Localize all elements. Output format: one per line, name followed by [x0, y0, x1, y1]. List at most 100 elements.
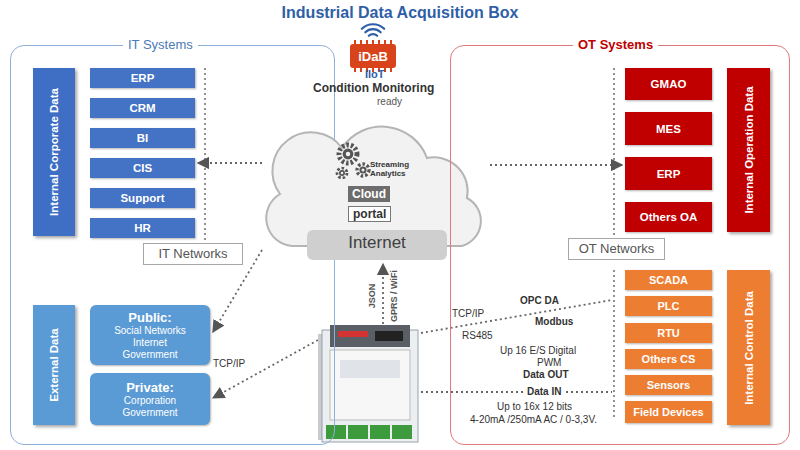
gears-icon: [337, 145, 369, 178]
terminal-block: [370, 425, 390, 439]
system-box: MES: [625, 112, 712, 145]
system-box: RTU: [625, 323, 712, 343]
terminal-block: [326, 425, 346, 439]
system-box: CRM: [90, 98, 195, 118]
gear-teeth: [339, 145, 357, 163]
data-band: Internal Control Data: [727, 270, 770, 425]
acquisition-device: [318, 325, 418, 442]
node-label: ERP: [131, 71, 155, 85]
system-box: Support: [90, 188, 195, 208]
it-bus-line: [204, 68, 206, 241]
ot-bus-line: [613, 68, 615, 236]
protocol-label: TCP/IP: [213, 358, 245, 370]
signal-label: 4-20mA /250mA AC / 0-3,3V.: [470, 414, 597, 426]
node-body-text: Social Networks Internet Government: [109, 325, 191, 361]
wifi-arc: [369, 34, 377, 36]
data-band: External Data: [33, 305, 75, 425]
node-label: SCADA: [649, 273, 688, 287]
cloud-shape: Streaming AnalyticsCloud portalInternet: [262, 118, 490, 268]
internet-banner: [307, 230, 447, 260]
cloud-body: [266, 127, 481, 246]
signal-label: Up 16 E/S Digital: [500, 345, 576, 357]
gear-hole: [341, 172, 344, 175]
system-box: Field Devices: [625, 401, 712, 423]
protocol-label: TCP/IP: [452, 308, 484, 320]
device-window: [375, 331, 403, 341]
product-label: Condition Monitoring: [313, 81, 434, 95]
node-label: External Data: [47, 328, 61, 402]
gear-teeth: [337, 168, 347, 178]
data-band: Internal Operation Data: [727, 68, 770, 232]
node-label: MES: [656, 122, 681, 136]
system-box: CIS: [90, 158, 195, 178]
source-box: Private:Corporation Government: [90, 373, 210, 425]
signal-label: Data OUT: [523, 369, 569, 381]
node-label: Public:: [128, 310, 171, 325]
node-label: Field Devices: [633, 405, 703, 419]
device-label-plate: [340, 360, 400, 378]
wifi-arc: [362, 24, 384, 29]
node-label: IT Systems: [123, 37, 198, 53]
protocol-label: JSON: [366, 284, 378, 309]
node-label: Others CS: [642, 352, 696, 366]
node-label: BI: [137, 131, 149, 145]
node-body-text: Cloud: [348, 186, 390, 202]
gear-hole: [362, 169, 365, 172]
node-body-text: Internet: [307, 233, 447, 253]
network-box: OT Networks: [568, 238, 665, 260]
node-label: Streaming Analytics: [370, 160, 424, 178]
system-box: ERP: [90, 68, 195, 88]
wifi-arc: [365, 29, 380, 32]
system-box: HR: [90, 218, 195, 238]
device-front: [330, 350, 410, 420]
dotted-connector: [490, 164, 622, 166]
logo-chip: iDaB: [350, 44, 396, 68]
signal-label: Data IN: [524, 386, 564, 398]
node-label: PLC: [658, 299, 680, 313]
signal-label: PWM: [537, 357, 561, 369]
gear-hole: [346, 152, 351, 157]
data-band: Internal Corporate Data: [33, 68, 75, 236]
node-label: iDaB: [358, 49, 388, 64]
system-box: BI: [90, 128, 195, 148]
node-label: Internal Control Data: [742, 291, 756, 405]
protocol-label: Modbus: [535, 316, 573, 328]
gear-teeth: [357, 164, 369, 176]
system-box: PLC: [625, 296, 712, 316]
node-label: CIS: [133, 161, 152, 175]
node-label: Private:: [126, 380, 174, 395]
protocol-label: OPC DA: [520, 295, 559, 307]
diagram-title: Industrial Data Acquisition Box: [0, 4, 800, 22]
terminal-block: [392, 425, 412, 439]
device-led-strip: [338, 331, 368, 337]
terminal-block: [348, 425, 368, 439]
system-panel: OT SystemsGMAOMESERPOthers OAInternal Op…: [450, 45, 790, 445]
system-box: ERP: [625, 157, 712, 190]
node-label: Internal Corporate Data: [47, 88, 61, 216]
node-label: ERP: [657, 167, 681, 181]
brand-label: IIoT: [365, 68, 385, 80]
node-label: Internal Operation Data: [742, 86, 756, 213]
gear-hub: [343, 149, 354, 160]
node-label: IT Networks: [158, 246, 227, 262]
wifi-icon: [362, 24, 384, 36]
device-private-link: [213, 340, 318, 398]
node-label: OT Systems: [573, 37, 658, 53]
source-box: Public:Social Networks Internet Governme…: [90, 305, 210, 365]
node-label: Sensors: [647, 378, 690, 392]
system-box: Others CS: [625, 349, 712, 369]
signal-label: Up to 16x 12 bits: [497, 401, 572, 413]
network-bus: [205, 68, 614, 420]
node-label: Others OA: [640, 210, 698, 224]
node-label: CRM: [129, 101, 155, 115]
system-box: GMAO: [625, 68, 712, 100]
control-bus-line: [613, 270, 615, 420]
device-internet-link: [382, 264, 384, 324]
node-body-text: portal: [348, 206, 391, 222]
device-top: [330, 325, 410, 347]
protocol-label: RS485: [462, 330, 493, 342]
gear-hub: [359, 166, 366, 173]
system-box: Others OA: [625, 202, 712, 232]
system-box: SCADA: [625, 270, 712, 290]
